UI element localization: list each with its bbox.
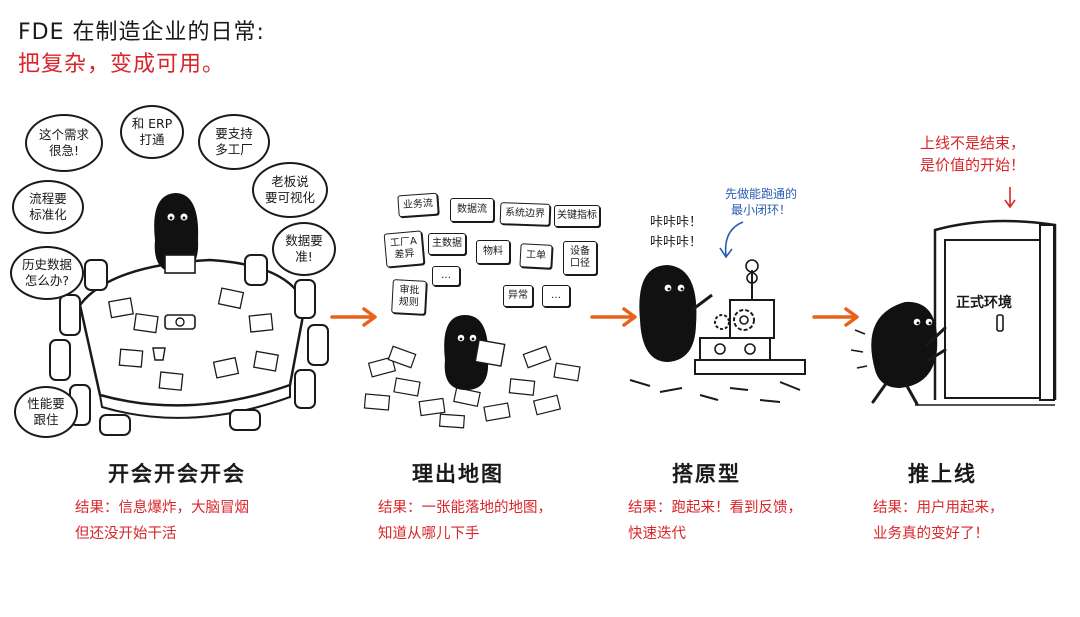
mapping-illustration: [363, 315, 581, 429]
concept-card: 工单: [519, 243, 553, 269]
meeting-illustration: [49, 193, 329, 436]
pointer-arrow-icon: [1004, 187, 1016, 209]
concept-card: 异常: [503, 285, 533, 307]
concept-card: 关键指标: [554, 205, 600, 227]
stage-result-prototype: 结果：跑起来！看到反馈， 快速迭代: [628, 500, 802, 542]
deployment-illustration: [850, 219, 1057, 406]
speech-bubble: 流程要 标准化: [12, 180, 84, 234]
concept-card: 物料: [476, 240, 510, 264]
stage-title-deploy: 推上线: [908, 462, 977, 486]
speech-bubble: 性能要 跟住: [14, 386, 78, 438]
annotation-note: 先做能跑通的 最小闭环！: [725, 187, 798, 217]
concept-card: 设备 口径: [563, 241, 597, 275]
stage-result-map: 结果：一张能落地的地图， 知道从哪儿下手: [378, 500, 552, 542]
concept-card: 审批 规则: [391, 279, 427, 315]
concept-card: 系统边界: [499, 202, 551, 226]
concept-card: 数据流: [450, 198, 494, 222]
door-label: 正式环境: [956, 295, 1012, 311]
prototype-illustration: [629, 259, 806, 403]
annotation-note: 上线不是结束， 是价值的开始！: [920, 134, 1026, 174]
concept-card: 业务流: [397, 192, 439, 218]
flow-arrow-icon: [812, 307, 859, 327]
stage-title-prototype: 搭原型: [672, 462, 741, 486]
pointer-arrow-icon: [719, 221, 744, 259]
diagram-title: FDE 在制造企业的日常:: [18, 20, 265, 45]
concept-card: …: [542, 285, 570, 307]
stage-title-map: 理出地图: [412, 462, 504, 486]
speech-bubble: 这个需求 很急!: [25, 114, 103, 172]
speech-bubble: 历史数据 怎么办?: [10, 246, 84, 300]
speech-bubble: 数据要 准!: [272, 222, 336, 276]
flow-arrow-icon: [330, 307, 377, 327]
sound-effect-text: 咔咔咔！ 咔咔咔！: [650, 215, 703, 250]
concept-card: 工厂A 差异: [383, 230, 425, 268]
diagram-subtitle: 把复杂，变成可用。: [18, 52, 226, 77]
speech-bubble: 要支持 多工厂: [198, 114, 270, 170]
stage-result-meeting: 结果：信息爆炸，大脑冒烟 但还没开始干活: [75, 500, 249, 542]
stage-title-meeting: 开会开会开会: [108, 462, 246, 486]
speech-bubble: 和 ERP 打通: [120, 105, 184, 159]
stage-result-deploy: 结果：用户用起来， 业务真的变好了！: [873, 500, 1004, 542]
speech-bubble: 老板说 要可视化: [252, 162, 328, 218]
flow-arrow-icon: [590, 307, 637, 327]
concept-card: 主数据: [428, 233, 466, 255]
concept-card: …: [432, 266, 460, 286]
